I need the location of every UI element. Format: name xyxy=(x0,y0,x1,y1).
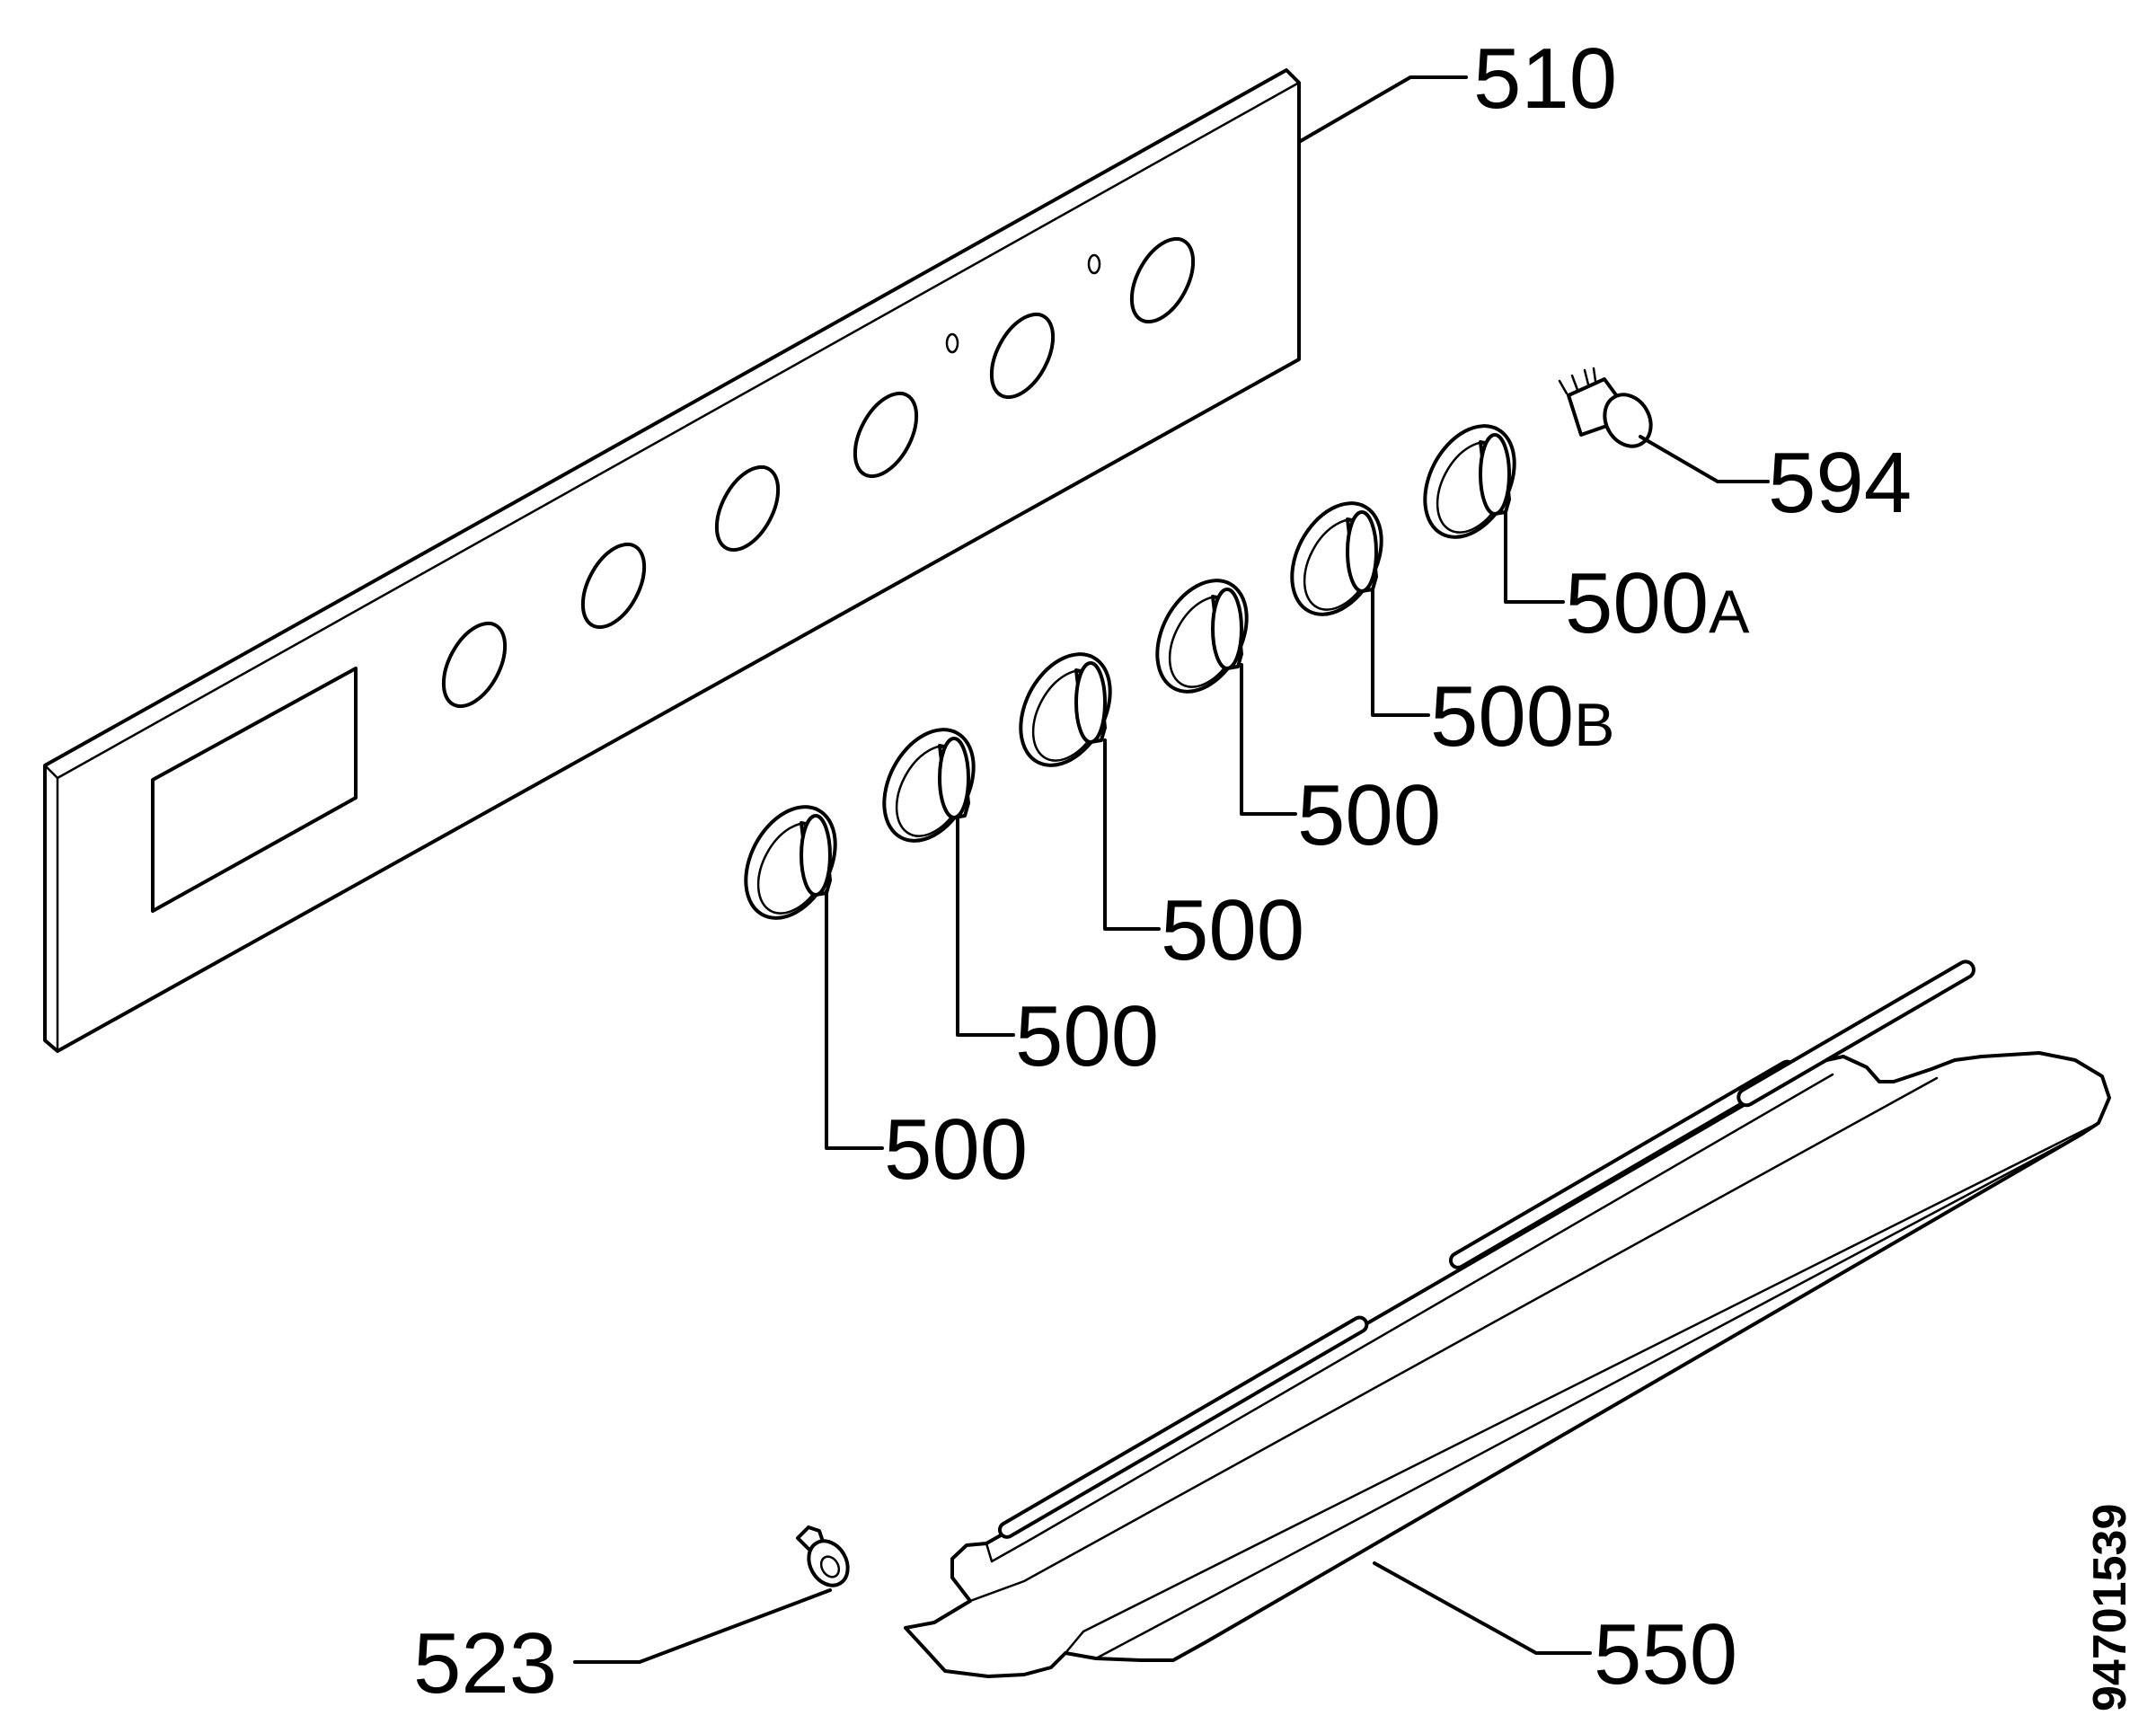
label-500: 500 xyxy=(884,1101,1028,1198)
document-number: 94701539 xyxy=(2084,1504,2136,1711)
label-523: 523 xyxy=(413,1615,557,1711)
label-594: 594 xyxy=(1768,435,1912,531)
leader-lines xyxy=(573,75,1770,1664)
label-510: 510 xyxy=(1473,31,1617,127)
label-500: 500 xyxy=(1297,767,1441,863)
part-labels: 510 594 500A 500B 500 500 500 500 523 55… xyxy=(413,31,2136,1711)
label-500b: 500B xyxy=(1430,668,1615,765)
control-knob xyxy=(1290,501,1383,616)
label-500: 500 xyxy=(1015,988,1159,1084)
indicator-holes xyxy=(945,253,1101,354)
indicator-lamp xyxy=(1558,367,1653,448)
control-knob xyxy=(1423,424,1516,539)
control-panel-fascia xyxy=(43,68,1301,1053)
control-knobs xyxy=(744,424,1516,920)
screw xyxy=(796,1525,850,1587)
lower-trim-strip xyxy=(904,959,2111,1678)
trim-rib xyxy=(997,1315,1369,1539)
control-knob xyxy=(882,728,976,843)
knob-holes xyxy=(441,236,1196,709)
control-knob xyxy=(1019,652,1112,767)
control-knob xyxy=(744,805,837,920)
control-knob xyxy=(1155,579,1249,694)
label-500a: 500A xyxy=(1565,555,1750,651)
label-500: 500 xyxy=(1161,882,1304,978)
trim-rib xyxy=(1736,959,1976,1108)
display-window-cutout xyxy=(151,667,358,913)
label-550: 550 xyxy=(1594,1606,1737,1702)
